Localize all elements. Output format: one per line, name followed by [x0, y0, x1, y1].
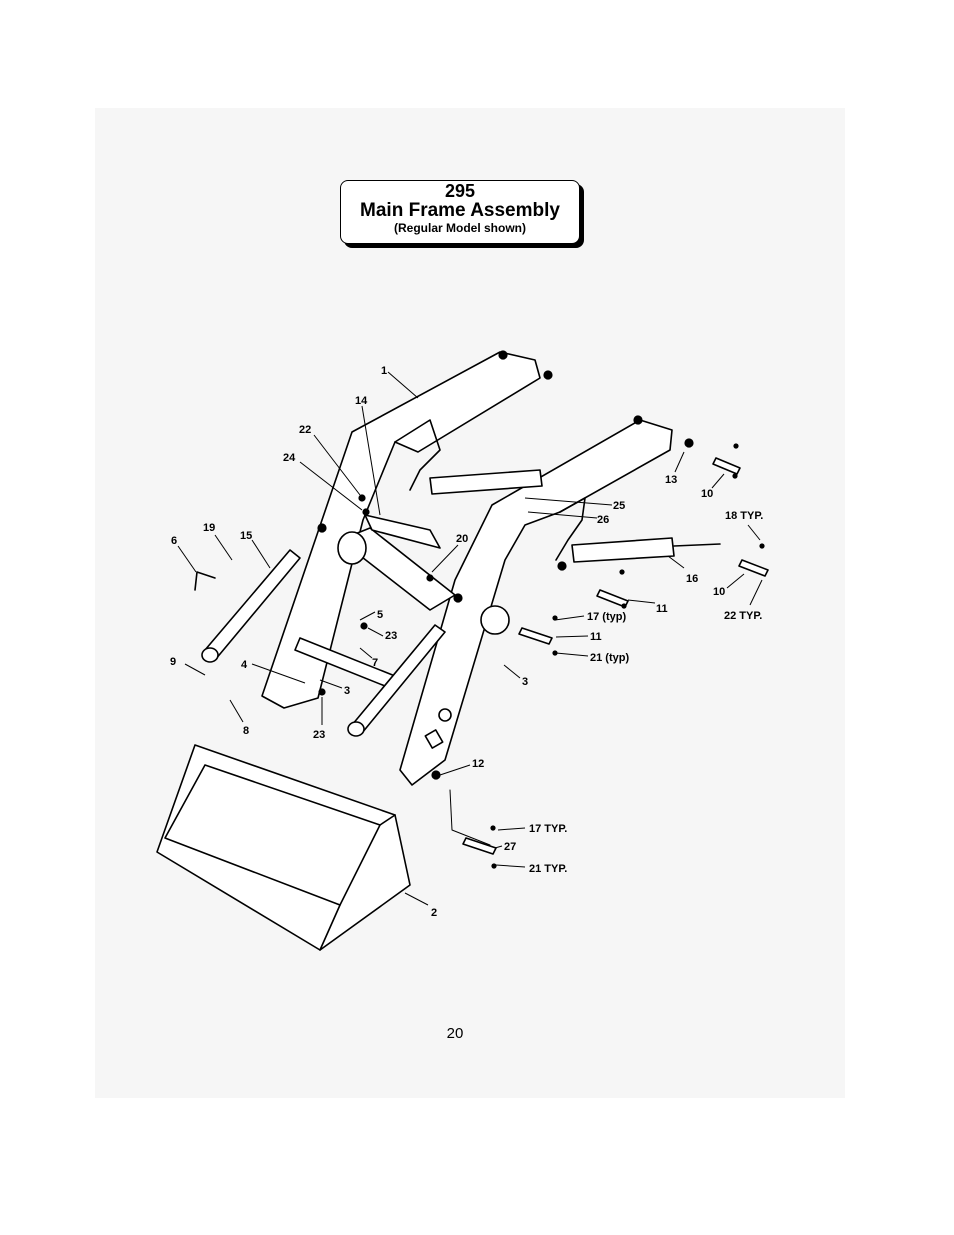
cotter [492, 864, 496, 868]
bushing [634, 416, 642, 424]
leader-11a [628, 600, 655, 603]
callout-10b: 10 [713, 586, 725, 598]
leader-6 [178, 546, 196, 572]
callout-21-typ-paren: 21 (typ) [590, 652, 629, 664]
frame-hole [439, 709, 451, 721]
callout-23b: 23 [313, 729, 325, 741]
callout-14: 14 [355, 395, 368, 407]
nut [427, 575, 433, 581]
callout-15: 15 [240, 530, 252, 542]
cross-tube-end [338, 532, 366, 564]
leader-15 [252, 540, 270, 568]
leader-10a [712, 474, 724, 488]
pin-11-b [519, 628, 552, 644]
callout-26: 26 [597, 514, 609, 526]
handle-6 [195, 572, 215, 590]
leader-5 [360, 612, 375, 620]
left-cylinder-end [202, 648, 218, 662]
callout-16: 16 [686, 573, 698, 585]
bushing [499, 351, 507, 359]
pin-10-lower [739, 560, 768, 576]
callout-17-typ: 17 TYP. [529, 823, 567, 835]
bushing [432, 771, 440, 779]
callout-6: 6 [171, 535, 177, 547]
bushing [544, 371, 552, 379]
hose-line [450, 790, 490, 845]
leader-19 [215, 535, 232, 560]
leader-3b [504, 665, 520, 678]
center-cylinder-end [348, 722, 364, 736]
leader-11b [556, 636, 588, 637]
leader-16 [668, 556, 684, 568]
leader-3a [320, 680, 342, 688]
callout-1: 1 [381, 365, 387, 377]
callout-11a: 11 [656, 603, 668, 615]
callout-23a: 23 [385, 630, 397, 642]
bushing [454, 594, 462, 602]
callout-3a: 3 [344, 685, 350, 697]
bolt [760, 544, 764, 548]
callout-24: 24 [283, 452, 296, 464]
callout-18-typ: 18 TYP. [725, 510, 763, 522]
callout-5: 5 [377, 609, 383, 621]
callout-19: 19 [203, 522, 215, 534]
bushing [318, 524, 326, 532]
callout-2: 2 [431, 907, 437, 919]
callout-9: 9 [170, 656, 176, 668]
nut [319, 689, 325, 695]
callout-22-typ: 22 TYP. [724, 610, 762, 622]
callout-8: 8 [243, 725, 249, 737]
callout-10a: 10 [701, 488, 713, 500]
leader-17p [555, 616, 584, 620]
callout-21-typ: 21 TYP. [529, 863, 567, 875]
leader-21 [496, 865, 525, 867]
leader-10b [727, 574, 744, 588]
callout-25: 25 [613, 500, 625, 512]
bolt [734, 444, 738, 448]
lift-rod-16 [674, 544, 720, 546]
bolt [620, 570, 624, 574]
cotter [733, 474, 737, 478]
callout-11b: 11 [590, 631, 602, 643]
leader-27 [495, 846, 502, 848]
callout-12: 12 [472, 758, 484, 770]
leader-17 [498, 828, 525, 830]
cotter [622, 604, 626, 608]
callout-13: 13 [665, 474, 677, 486]
leader-9 [185, 664, 205, 675]
page-number: 20 [440, 1025, 470, 1042]
leader-18 [748, 525, 760, 540]
callout-27: 27 [504, 841, 516, 853]
bolt [491, 826, 495, 830]
callout-22: 22 [299, 424, 311, 436]
bucket [157, 745, 410, 950]
bushing [558, 562, 566, 570]
callout-7: 7 [372, 657, 378, 669]
leader-1 [388, 372, 418, 398]
callout-20: 20 [456, 533, 468, 545]
bushing [685, 439, 693, 447]
nut [359, 495, 365, 501]
leader-8 [230, 700, 243, 722]
callout-17-typ-paren: 17 (typ) [587, 611, 626, 623]
leader-7 [360, 648, 372, 658]
leader-2 [405, 893, 428, 905]
lift-cylinder-16 [572, 538, 674, 562]
nut [363, 509, 369, 515]
pin-10-upper [713, 458, 740, 474]
callout-3b: 3 [522, 676, 528, 688]
leader-23a [368, 628, 383, 636]
leader-21p [556, 653, 588, 656]
leader-20 [432, 545, 458, 572]
callout-4: 4 [241, 659, 248, 671]
ring [481, 606, 509, 634]
leader-22typ [750, 580, 762, 605]
leader-13 [675, 452, 684, 472]
leader-12 [440, 765, 470, 775]
nut [361, 623, 367, 629]
